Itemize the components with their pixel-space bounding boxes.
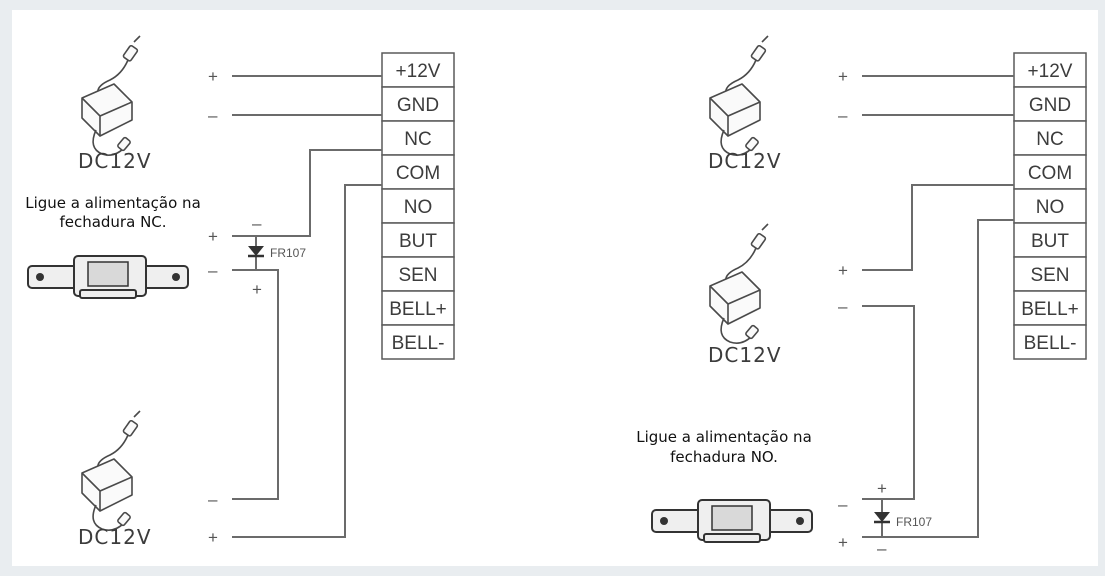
right-top-adapter-icon	[709, 35, 769, 156]
terminal-label: NC	[1036, 129, 1063, 150]
terminal-label: +12V	[1028, 61, 1073, 82]
sign-plus: +	[252, 280, 262, 299]
terminal-right-bell-minus	[1013, 324, 1087, 360]
sign-plus: +	[208, 227, 218, 246]
sign-minus: –	[252, 214, 262, 233]
terminal-right-com	[1013, 154, 1087, 190]
sign-minus: –	[838, 297, 848, 316]
sign-plus: +	[838, 261, 848, 280]
diode-label: FR107	[896, 515, 932, 529]
sign-minus: –	[877, 539, 887, 558]
right-terminal-block: +12V GND NC COM NO BUT SEN BELL+ BELL-	[1013, 52, 1087, 360]
terminal-right-gnd	[1013, 86, 1087, 122]
terminal-label: NO	[1036, 197, 1065, 218]
right-diode: FR107	[874, 512, 932, 529]
sign-minus: –	[208, 261, 218, 280]
diagram-frame	[12, 10, 1098, 566]
terminal-left-gnd	[381, 86, 455, 122]
terminal-label: NO	[404, 197, 433, 218]
left-note-line1: Ligue a alimentação na	[25, 194, 201, 212]
right-note-line2: fechadura NO.	[670, 448, 778, 466]
right-wires	[862, 75, 1014, 538]
left-diode: FR107	[248, 246, 306, 260]
right-mid-adapter-label: DC12V	[708, 343, 782, 367]
terminal-right-nc	[1013, 120, 1087, 156]
left-top-adapter-icon	[81, 35, 141, 156]
terminal-label: BUT	[399, 231, 437, 252]
left-top-adapter-label: DC12V	[78, 149, 152, 173]
terminal-left-bell-minus	[381, 324, 455, 360]
sign-minus: –	[208, 490, 218, 509]
terminal-label: COM	[1028, 163, 1072, 184]
left-bottom-adapter-label: DC12V	[78, 525, 152, 549]
sign-plus: +	[838, 67, 848, 86]
terminal-label: SEN	[1030, 265, 1069, 286]
left-terminal-block: +12V GND NC COM NO BUT SEN BELL+ BELL-	[381, 52, 455, 360]
diode-label: FR107	[270, 246, 306, 260]
right-note-line1: Ligue a alimentação na	[636, 428, 812, 446]
terminal-label: NC	[404, 129, 431, 150]
left-wires	[232, 75, 382, 538]
terminal-right-sen	[1013, 256, 1087, 292]
terminal-right-bell-plus	[1013, 290, 1087, 326]
sign-minus: –	[838, 106, 848, 125]
sign-minus: –	[208, 106, 218, 125]
right-mid-adapter-icon	[709, 223, 769, 344]
terminal-left-12v	[381, 52, 455, 88]
terminal-label: BUT	[1031, 231, 1069, 252]
terminal-label: +12V	[396, 61, 441, 82]
terminal-label: BELL+	[1021, 299, 1079, 320]
sign-plus: +	[838, 533, 848, 552]
terminal-label: BELL-	[1024, 333, 1077, 354]
terminal-label: SEN	[398, 265, 437, 286]
sign-plus: +	[208, 67, 218, 86]
terminal-left-bell-plus	[381, 290, 455, 326]
terminal-label: GND	[1029, 95, 1071, 116]
left-note-line2: fechadura NC.	[59, 213, 166, 231]
sign-plus: +	[877, 479, 887, 498]
terminal-left-nc	[381, 120, 455, 156]
right-lock-icon	[651, 499, 813, 543]
left-bottom-adapter-icon	[81, 410, 141, 531]
terminal-label: BELL-	[392, 333, 445, 354]
terminal-right-12v	[1013, 52, 1087, 88]
right-top-adapter-label: DC12V	[708, 149, 782, 173]
terminal-label: COM	[396, 163, 440, 184]
sign-minus: –	[838, 495, 848, 514]
terminal-label: BELL+	[389, 299, 447, 320]
left-lock-icon	[27, 255, 189, 299]
terminal-label: GND	[397, 95, 439, 116]
sign-plus: +	[208, 528, 218, 547]
terminal-left-sen	[381, 256, 455, 292]
